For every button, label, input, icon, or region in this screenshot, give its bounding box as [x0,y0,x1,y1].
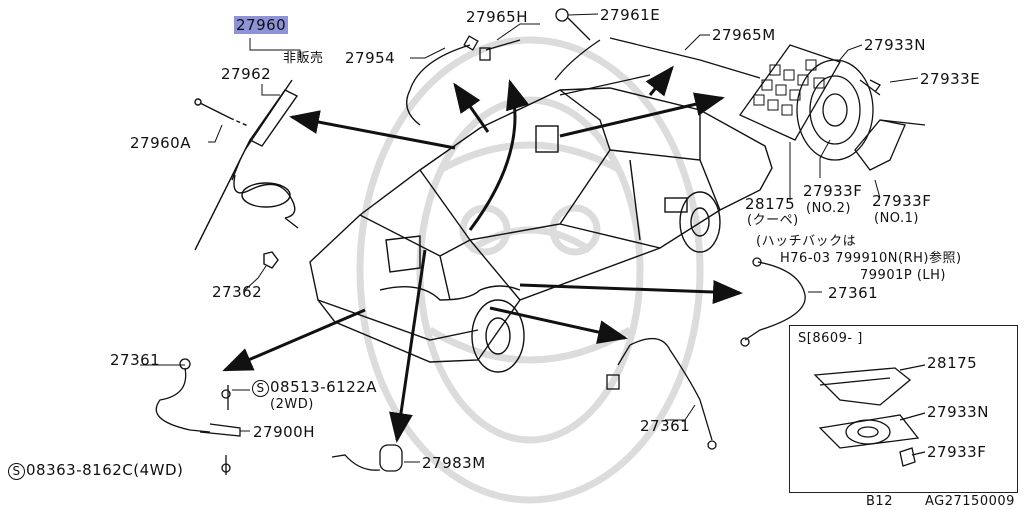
part-number-27933F-no1[interactable]: 27933F [872,192,932,210]
inset-part-number-27933F[interactable]: 27933F [927,443,987,461]
part-label-27960[interactable]: 27960 [234,16,289,34]
part-number-27362[interactable]: 27362 [212,283,263,301]
part-number-27954[interactable]: 27954 [345,49,396,67]
callout-arrows [222,65,743,443]
leader-lines [140,13,919,463]
part-number-27933E[interactable]: 27933E [920,70,981,88]
part-number-27361-right[interactable]: 27361 [828,284,879,302]
coupe-note: (クーペ) [747,213,799,228]
2wd-note: (2WD) [270,397,314,412]
part-number-27983M[interactable]: 27983M [422,454,486,472]
antenna-cables [155,8,806,475]
part-number-27962[interactable]: 27962 [221,65,272,83]
standard-part-mark: S [8,463,25,480]
not-for-sale-note: 非販売 [283,51,324,66]
inset-parts [813,364,926,467]
speaker-assembly [739,44,926,171]
part-number-27361-left[interactable]: 27361 [110,351,161,369]
part-number-08363[interactable]: 08363-8162C(4WD) [26,461,184,479]
standard-part-mark: S [252,380,269,397]
part-number-27965H[interactable]: 27965H [466,8,528,26]
no2-note: (NO.2) [806,201,851,216]
hatchback-note-line1: (ハッチバックは [756,234,857,249]
part-number-27961E[interactable]: 27961E [600,6,661,24]
part-number-27361-bottom[interactable]: 27361 [640,417,691,435]
part-number-27933N-top[interactable]: 27933N [864,36,926,54]
hatchback-note-line2: H76-03 799910N(RH)参照) [780,251,962,266]
inset-header: S[8609- ] [798,331,863,346]
part-number-27933F-no2[interactable]: 27933F [803,182,863,200]
part-number-27960[interactable]: 27960 [234,16,289,34]
part-number-27965M[interactable]: 27965M [712,26,776,44]
inset-part-number-27933N[interactable]: 27933N [927,403,989,421]
diagram-code: AG27150009 [925,494,1015,509]
part-number-27900H[interactable]: 27900H [253,423,315,441]
inset-box [789,325,1018,493]
page-code: B12 [866,494,893,509]
no1-note: (NO.1) [874,211,919,226]
hatchback-note-line3: 79901P (LH) [860,268,946,283]
part-number-28175-top[interactable]: 28175 [745,195,796,213]
car-body [309,87,773,373]
antenna-assembly [194,79,299,269]
inset-part-number-28175[interactable]: 28175 [927,354,978,372]
part-number-27960A[interactable]: 27960A [130,134,191,152]
part-number-08513[interactable]: 08513-6122A [270,378,378,396]
